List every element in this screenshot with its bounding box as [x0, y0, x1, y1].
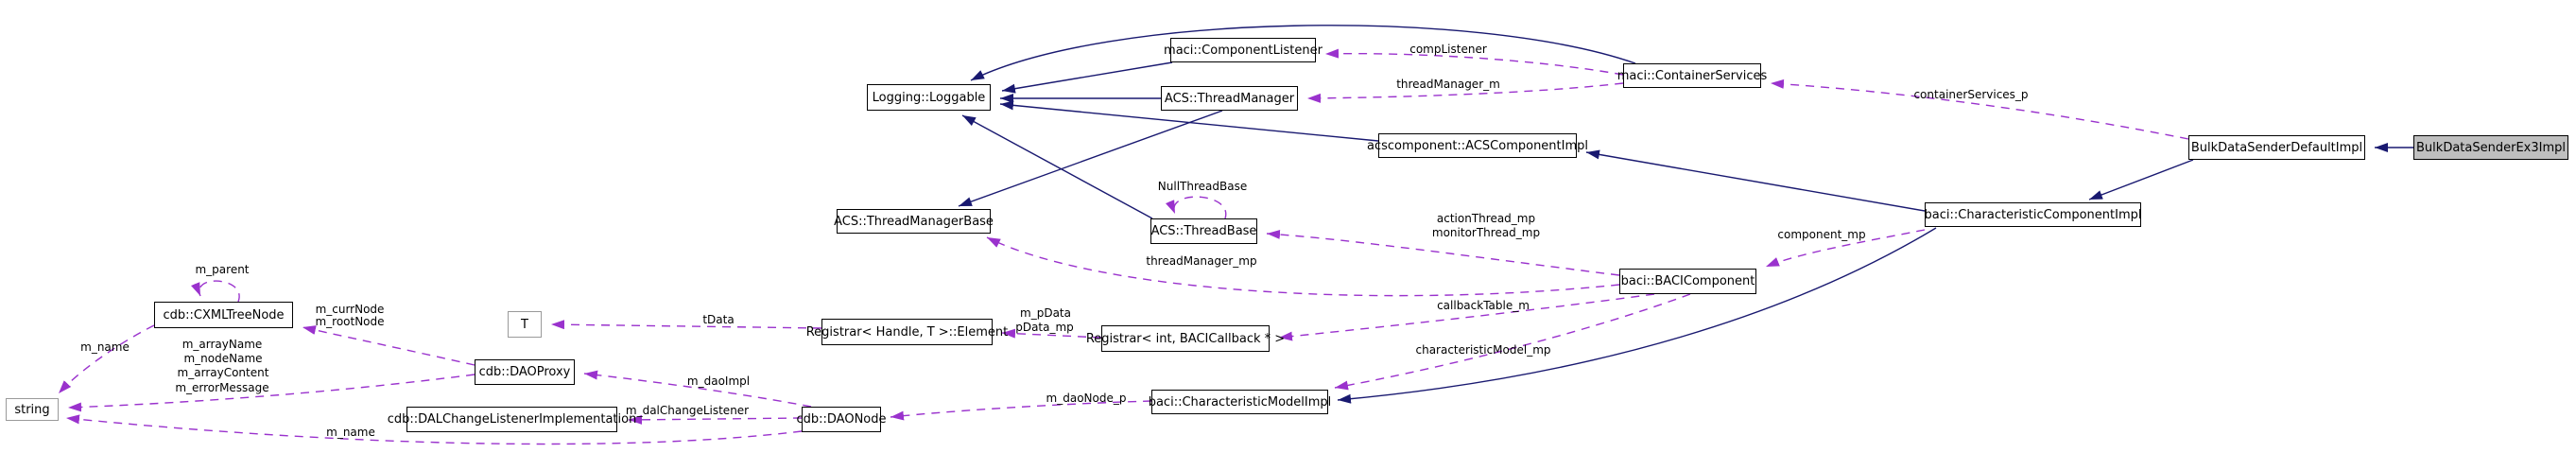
class-node-acs-threadmanagerbase[interactable]: ACS::ThreadManagerBase [834, 209, 994, 234]
edge-label-m-parent: m_parent [195, 263, 250, 276]
class-node-bulkdatasenderex3impl-focus: BulkDataSenderEx3Impl [2413, 135, 2568, 160]
class-node-cdb-daonode[interactable]: cdb::DAONode [796, 407, 887, 432]
edge-label-callbacktable-m: callbackTable_m [1437, 299, 1530, 312]
usage-element-to-t [550, 320, 822, 330]
edge-label-threadmanager-m: threadManager_m [1396, 78, 1500, 91]
class-node-registrar-handle-t-element[interactable]: Registrar< Handle, T >::Element [806, 319, 1008, 345]
class-node-cdb-dalchangelistenerimplementation[interactable]: cdb::DALChangeListenerImplementation [388, 407, 636, 432]
class-node-maci-containerservices[interactable]: maci::ContainerServices [1617, 63, 1767, 88]
usage-containerservices-to-componentlistener [1324, 48, 1624, 76]
edge-label-m-currnode: m_currNode [315, 303, 385, 316]
inherit-defaultimpl-to-characteristiccomponentimpl [2088, 159, 2194, 200]
edge-label-m-arrayname: m_arrayName [182, 338, 263, 351]
usage-threadbase-self-nullthreadbase [1165, 196, 1227, 219]
class-node-acs-threadbase[interactable]: ACS::ThreadBase [1150, 218, 1257, 244]
class-node-cdb-daoproxy[interactable]: cdb::DAOProxy [475, 359, 575, 385]
edge-label-characteristicmodel-mp: characteristicModel_mp [1415, 343, 1551, 357]
usage-daonode-to-daoproxy [583, 370, 812, 408]
edge-label-m-daoimpl: m_daoImpl [686, 375, 751, 388]
usage-containerservices-to-threadmanager [1306, 82, 1624, 103]
class-node-maci-componentlistener[interactable]: maci::ComponentListener [1164, 38, 1323, 62]
usage-characteristicmodelimpl-to-daonode [890, 400, 1152, 421]
inherit-containerservices-to-loggable [970, 25, 1636, 81]
usage-defaultimpl-to-containerservices [1770, 78, 2189, 140]
class-node-logging-loggable[interactable]: Logging::Loggable [867, 84, 991, 111]
class-node-t-template-param: T [508, 311, 542, 338]
class-node-baci-bacicomponent[interactable]: baci::BACIComponent [1619, 269, 1756, 294]
class-node-baci-characteristiccomponentimpl[interactable]: baci::CharacteristicComponentImpl [1925, 202, 2142, 227]
usage-daoproxy-to-string [67, 374, 475, 412]
edge-label-m-errormessage: m_errorMessage [175, 381, 269, 394]
class-node-acs-threadmanager[interactable]: ACS::ThreadManager [1161, 86, 1298, 111]
class-node-bulkdatasenderdefaultimpl[interactable]: BulkDataSenderDefaultImpl [2188, 135, 2365, 160]
inherit-characteristiccomponentimpl-to-characteristicmodelimpl [1337, 227, 1937, 404]
class-node-acscomponent-acscomponentimpl[interactable]: acscomponent::ACSComponentImpl [1367, 133, 1588, 158]
edge-label-component-mp: component_mp [1777, 228, 1866, 241]
inherit-componentlistener-to-loggable [1001, 61, 1173, 94]
usage-daonode-to-string [65, 414, 803, 445]
edge-label-monitorthread-mp: monitorThread_mp [1431, 226, 1541, 239]
edge-label-tdata: tData [702, 313, 735, 326]
edge-label-m-arraycontent: m_arrayContent [177, 366, 269, 379]
edge-label-containerservices-p: containerServices_p [1913, 88, 2029, 101]
usage-bacicomponent-to-threadbase [1266, 229, 1620, 276]
edge-label-m-pdata: m_pData [1020, 306, 1071, 320]
inherit-threadmanager-to-threadmanagerbase [958, 110, 1223, 207]
usage-cxmltreenode-self-mparent [191, 280, 240, 303]
usage-bacicomponent-to-threadmanagerbase [986, 236, 1620, 297]
usage-registrar-int-to-element [1001, 328, 1102, 339]
edge-label-m-name-daonode: m_name [326, 426, 375, 439]
edge-label-nullthreadbase: NullThreadBase [1157, 180, 1248, 193]
usage-daonode-to-dalchangelistenerimplementation [628, 414, 803, 425]
edge-label-m-nodename: m_nodeName [183, 352, 263, 365]
edge-label-m-dalchangelistener: m_dalChangeListener [625, 404, 750, 417]
usage-bacicomponent-to-characteristicmodelimpl [1334, 293, 1691, 391]
edge-label-m-name-cxmltreenode: m_name [80, 340, 130, 354]
usage-bacicomponent-to-registrar-int [1278, 293, 1655, 341]
usage-characteristiccomponentimpl-to-bacicomponent [1765, 229, 1926, 268]
edge-label-pdata-mp: pData_mp [1015, 321, 1074, 334]
class-node-string: string [6, 398, 59, 421]
usage-daoproxy-to-cxmltreenode [302, 325, 475, 366]
edge-label-m-daonode-p: m_daoNode_p [1046, 392, 1127, 405]
class-node-baci-characteristicmodelimpl[interactable]: baci::CharacteristicModelImpl [1149, 390, 1331, 414]
usage-cxmltreenode-to-string [58, 324, 155, 394]
inherit-threadbase-to-loggable [961, 114, 1153, 219]
edge-label-complistener: compListener [1409, 43, 1487, 56]
edge-label-m-rootnode: m_rootNode [315, 315, 385, 328]
edge-label-actionthread-mp: actionThread_mp [1436, 212, 1536, 225]
edge-label-threadmanager-mp: threadManager_mp [1146, 254, 1257, 268]
inherit-characteristiccomponentimpl-to-acscomponentimpl [1585, 149, 1926, 212]
class-node-registrar-int-bacicallback[interactable]: Registrar< int, BACICallback * > [1086, 325, 1285, 352]
class-node-cdb-cxmltreenode[interactable]: cdb::CXMLTreeNode [154, 302, 293, 328]
